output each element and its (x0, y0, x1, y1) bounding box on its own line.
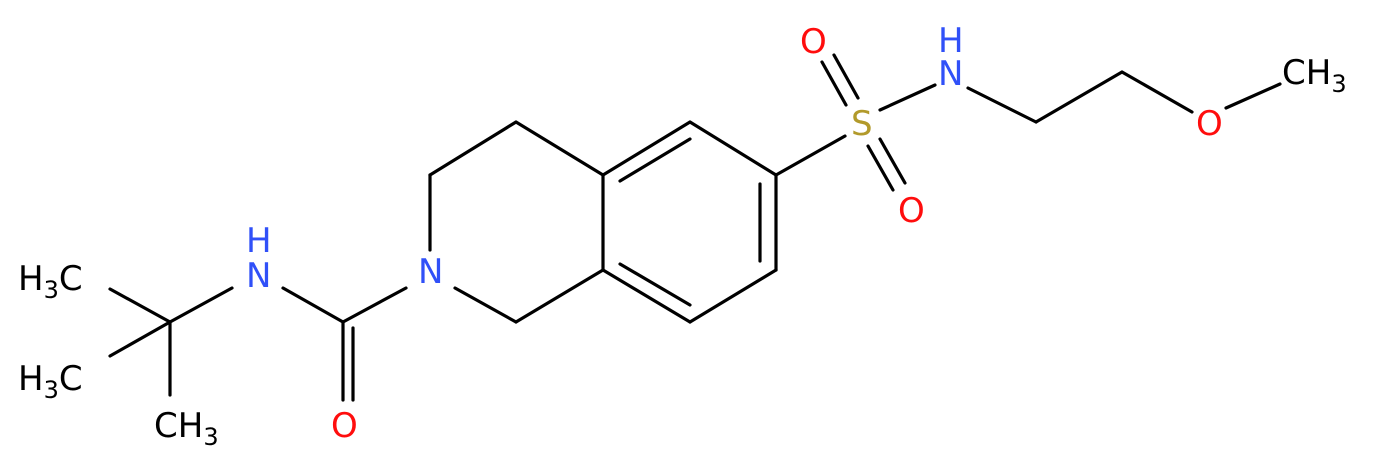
atom-sulfur: S (851, 104, 873, 144)
bond (514, 268, 605, 324)
bond (341, 286, 408, 324)
atom-sulfonyl-o-bottom: O (898, 191, 925, 231)
atom-sulfonamide-h: H (938, 21, 964, 61)
bond (688, 120, 778, 177)
bond (601, 268, 692, 324)
atom-ch3-mid-left: H3C (18, 359, 83, 404)
bond (820, 60, 848, 107)
bond (878, 83, 937, 112)
bond (108, 320, 172, 358)
bond (168, 286, 234, 324)
atom-amide-h: H (246, 221, 272, 261)
atom-labels: H3C H3C CH3 H N O N S O O H N O CH3 (18, 21, 1347, 451)
atom-sulfonyl-o-top: O (800, 22, 827, 62)
bonds (108, 53, 1282, 402)
bond (601, 120, 692, 177)
bond (878, 137, 907, 185)
atom-ch3-bottom: CH3 (154, 406, 219, 451)
bond (832, 53, 860, 100)
bond (866, 144, 895, 192)
atom-ether-o: O (1196, 104, 1223, 144)
atom-methoxy-ch3: CH3 (1282, 53, 1347, 98)
atom-sulfonamide-n: N (938, 54, 963, 94)
atom-ch3-top-left: H3C (18, 259, 83, 304)
bond (108, 287, 172, 324)
bond (1224, 82, 1282, 110)
bond (688, 268, 778, 324)
bond (453, 286, 518, 324)
bond (618, 262, 692, 307)
atom-carbonyl-o: O (331, 406, 358, 446)
atom-ring-n: N (418, 252, 443, 292)
bond (1034, 70, 1124, 124)
bond (774, 134, 847, 177)
bond (966, 86, 1038, 124)
bond (1120, 70, 1194, 114)
bond (514, 120, 605, 177)
bond (428, 120, 518, 177)
bond (281, 286, 345, 324)
atom-amide-n: N (246, 256, 271, 296)
bond (618, 137, 692, 183)
